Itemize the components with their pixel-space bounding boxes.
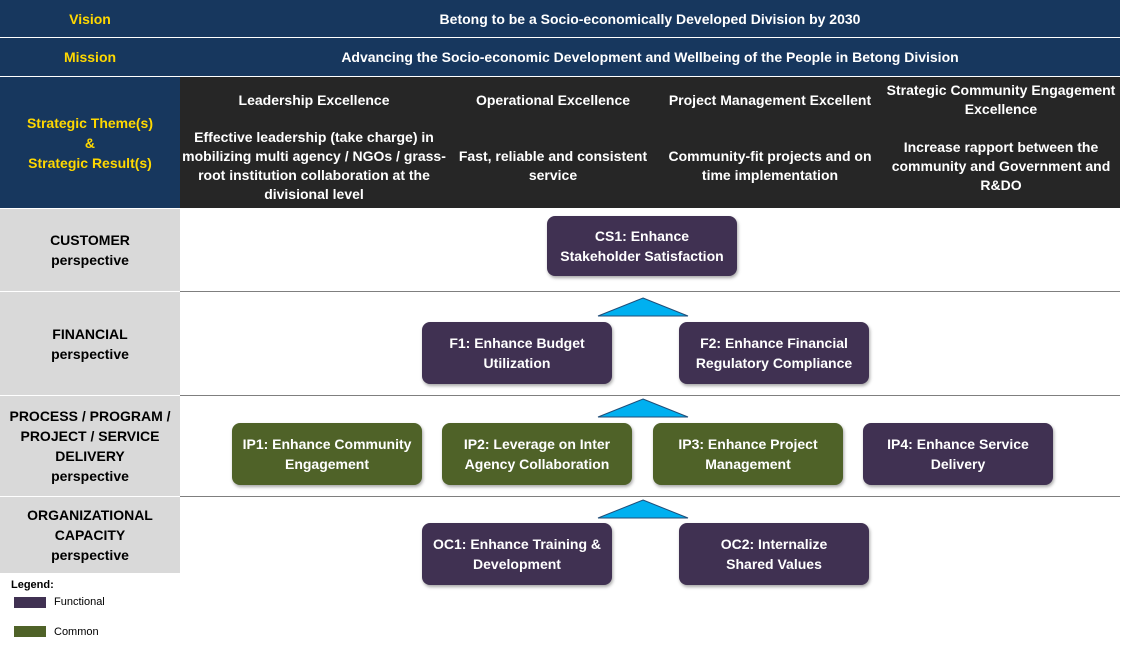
legend-functional-swatch <box>14 597 46 608</box>
objective-ip4[interactable]: IP4: Enhance Service Delivery <box>863 423 1053 485</box>
theme-title-leadership: Leadership Excellence <box>238 91 390 108</box>
financial-perspective-label: FINANCIAL perspective <box>0 292 180 395</box>
up-arrow-1-icon <box>597 297 689 317</box>
organizational-perspective-label: ORGANIZATIONAL CAPACITY perspective <box>0 497 180 573</box>
legend-common-swatch <box>14 626 46 637</box>
mission-text: Advancing the Socio-economic Development… <box>341 49 959 65</box>
theme-result-leadership: Effective leadership (take charge) in mo… <box>182 129 446 202</box>
objective-ip3[interactable]: IP3: Enhance Project Management <box>653 423 843 485</box>
vision-label: Vision <box>69 10 111 27</box>
theme-result-operational: Fast, reliable and consistent service <box>458 148 648 183</box>
objective-oc2[interactable]: OC2: Internalize Shared Values <box>679 523 869 585</box>
legend-title: Legend: <box>11 579 54 591</box>
up-arrow-3-icon <box>597 499 689 519</box>
objective-f1[interactable]: F1: Enhance Budget Utilization <box>422 322 612 384</box>
vision-text: Betong to be a Socio-economically Develo… <box>439 10 861 27</box>
themes-block <box>180 77 1120 208</box>
mission-row <box>0 38 1120 76</box>
customer-perspective-label: CUSTOMER perspective <box>0 209 180 291</box>
divider-process-organizational <box>180 496 1120 497</box>
process-perspective-label: PROCESS / PROGRAM / PROJECT / SERVICE DE… <box>0 396 180 496</box>
theme-title-project: Project Management Excellent <box>668 91 872 108</box>
theme-result-community: Increase rapport between the community a… <box>891 138 1111 193</box>
theme-result-project: Community-fit projects and on time imple… <box>668 148 872 183</box>
divider-customer-financial <box>180 291 1120 292</box>
objective-f2[interactable]: F2: Enhance Financial Regulatory Complia… <box>679 322 869 384</box>
objective-oc1[interactable]: OC1: Enhance Training & Development <box>422 523 612 585</box>
strategic-themes-label: Strategic Theme(s) & Strategic Result(s) <box>0 77 180 208</box>
vision-row <box>0 0 1120 37</box>
objective-ip2[interactable]: IP2: Leverage on Inter Agency Collaborat… <box>442 423 632 485</box>
mission-label: Mission <box>63 49 117 65</box>
up-arrow-2-icon <box>597 398 689 418</box>
theme-title-community: Strategic Community Engagement Excellenc… <box>886 82 1116 117</box>
objective-ip1[interactable]: IP1: Enhance Community Engagement <box>232 423 422 485</box>
objective-cs1[interactable]: CS1: Enhance Stakeholder Satisfaction <box>547 216 737 276</box>
legend-common-label: Common <box>54 626 99 638</box>
divider-financial-process <box>180 395 1120 396</box>
theme-title-operational: Operational Excellence <box>475 91 631 108</box>
legend-functional-label: Functional <box>54 596 105 608</box>
